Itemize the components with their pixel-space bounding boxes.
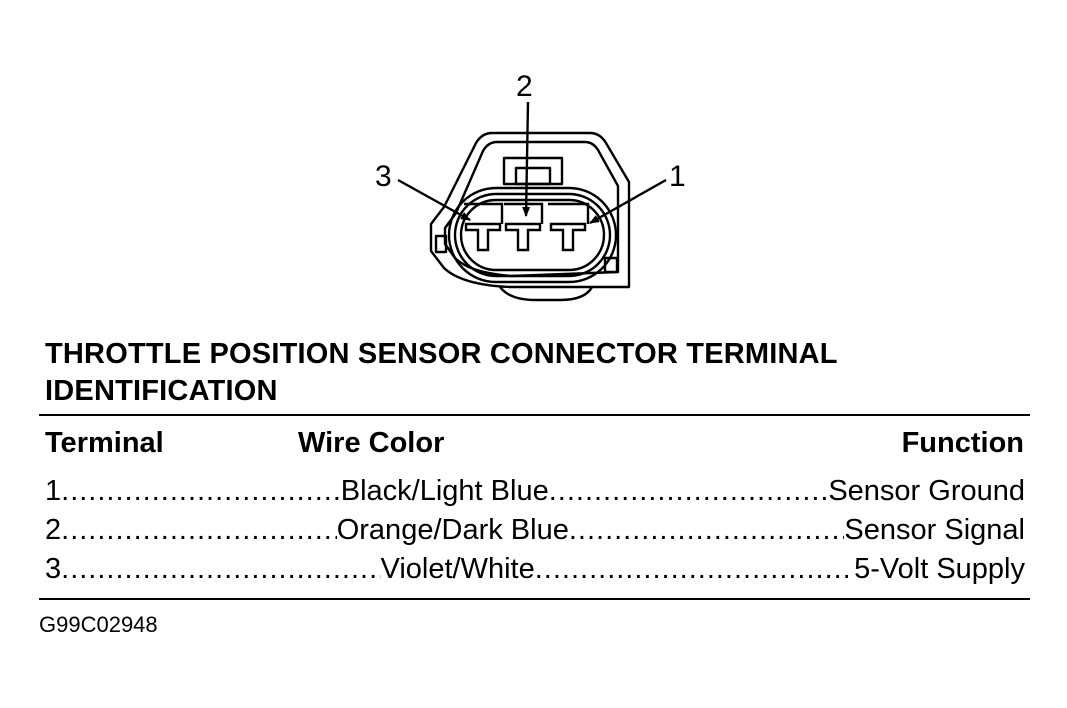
table-row: 3 Violet/White 5-Volt Supply bbox=[45, 550, 1025, 588]
terminal-pin-1 bbox=[549, 222, 587, 252]
pin-pad-1 bbox=[548, 202, 590, 224]
locking-tab-inner bbox=[514, 166, 552, 186]
pin-pad-2 bbox=[504, 202, 544, 224]
header-function: Function bbox=[901, 427, 1024, 459]
pin-label-1: 1 bbox=[669, 160, 686, 193]
terminal-pin-2 bbox=[504, 222, 542, 252]
diagram-title: THROTTLE POSITION SENSOR CONNECTOR TERMI… bbox=[45, 338, 838, 407]
pin-pad-3 bbox=[464, 202, 504, 224]
row-terminal: 2 bbox=[45, 514, 62, 546]
table-bottom-rule bbox=[39, 598, 1030, 600]
pin-label-3: 3 bbox=[375, 160, 392, 193]
dot-leader bbox=[61, 511, 337, 549]
table-row: 2 Orange/Dark Blue Sensor Signal bbox=[45, 511, 1025, 549]
cavity-middle bbox=[453, 192, 612, 278]
row-function: Sensor Ground bbox=[828, 475, 1025, 507]
dot-leader bbox=[61, 550, 380, 588]
connector-outer-shell bbox=[429, 131, 631, 289]
row-function: Sensor Signal bbox=[844, 514, 1025, 546]
row-terminal: 1 bbox=[45, 475, 62, 507]
row-function: 5-Volt Supply bbox=[854, 553, 1025, 585]
cavity-outer bbox=[447, 186, 618, 284]
dot-leader bbox=[549, 472, 829, 510]
row-wire-color: Violet/White bbox=[380, 553, 535, 585]
row-terminal: 3 bbox=[45, 553, 62, 585]
locking-tab bbox=[502, 156, 564, 186]
table-top-rule bbox=[39, 414, 1030, 416]
arrow-pin-2 bbox=[522, 101, 531, 217]
arrow-pin-1 bbox=[589, 178, 667, 225]
figure-code: G99C02948 bbox=[39, 612, 158, 637]
row-wire-color: Orange/Dark Blue bbox=[336, 514, 569, 546]
header-wire-color: Wire Color bbox=[298, 427, 445, 459]
dot-leader bbox=[61, 472, 341, 510]
pin-label-2: 2 bbox=[516, 70, 533, 103]
latch-left bbox=[434, 234, 448, 254]
header-terminal: Terminal bbox=[45, 427, 164, 459]
terminal-pin-3 bbox=[464, 222, 502, 252]
latch-right bbox=[603, 256, 619, 274]
cavity-inner bbox=[459, 198, 606, 272]
connector-diagram bbox=[397, 101, 667, 302]
table-row: 1 Black/Light Blue Sensor Ground bbox=[45, 472, 1025, 510]
arrow-pin-3 bbox=[397, 178, 471, 222]
bottom-lip bbox=[499, 286, 594, 302]
dot-leader bbox=[569, 511, 845, 549]
row-wire-color: Black/Light Blue bbox=[340, 475, 549, 507]
dot-leader bbox=[535, 550, 854, 588]
